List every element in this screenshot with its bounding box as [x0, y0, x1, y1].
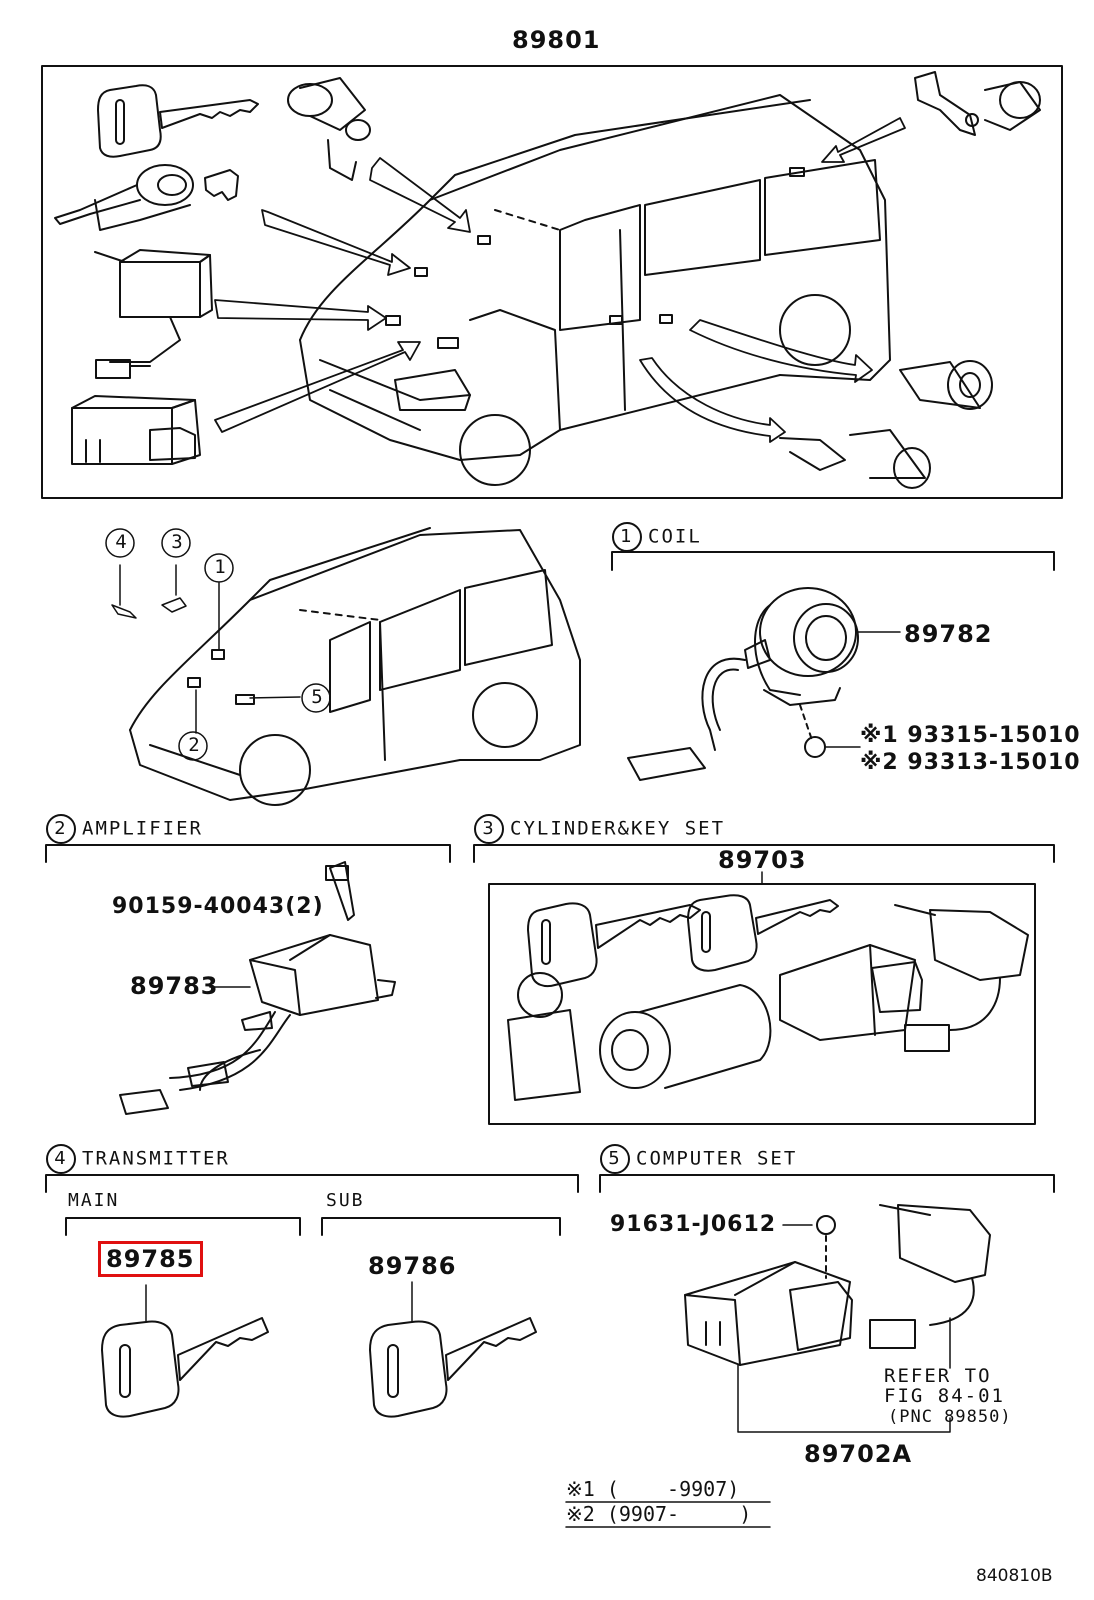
- door-lock-cylinder-top: [288, 78, 370, 180]
- callout-2: 2: [188, 734, 200, 756]
- main-assembly-frame: [42, 66, 1062, 498]
- coil-part-number: 89782: [904, 620, 993, 648]
- transmitter-heading: 4 TRANSMITTER: [46, 1144, 230, 1174]
- amplifier-illustration: [120, 862, 395, 1114]
- cylinder-set-frame: [489, 884, 1035, 1124]
- transmitter-sub-label: SUB: [326, 1190, 365, 1211]
- cylinder-set-illustration: [508, 895, 1028, 1100]
- computer-refer-line-3: (PNC 89850): [888, 1407, 1012, 1427]
- callout-4: 4: [115, 531, 127, 553]
- transmitter-main-part-number[interactable]: 89785: [98, 1241, 203, 1277]
- coil-bracket: [612, 552, 1054, 570]
- computer-screw-part: 91631-J0612: [610, 1212, 777, 1237]
- coil-heading: 1 COIL: [612, 522, 702, 552]
- computer-set-illustration: [685, 1205, 990, 1432]
- callout-1: 1: [214, 556, 226, 578]
- footnote-2: ※2 (9907- ): [566, 1502, 752, 1526]
- transmitter-bracket: [46, 1175, 578, 1192]
- van-illustration-top: [300, 95, 890, 485]
- transmitter-title: TRANSMITTER: [82, 1147, 230, 1170]
- coil-screw-part-2: ※2 93313-15010: [860, 750, 1081, 775]
- computer-title: COMPUTER SET: [636, 1147, 798, 1170]
- cylinder-part-number: 89703: [718, 846, 807, 874]
- cylinder-section-number: 3: [474, 814, 504, 844]
- cylinder-bracket: [474, 845, 1054, 862]
- coil-illustration: [628, 588, 900, 780]
- key-top: [98, 85, 258, 156]
- footnote-1: ※1 ( -9907): [566, 1477, 740, 1501]
- door-lock-right-top: [915, 72, 1040, 135]
- transmitter-keys: [102, 1282, 536, 1417]
- amplifier-top: [95, 250, 212, 378]
- callout-leaders: [106, 529, 330, 760]
- coil-section-number: 1: [612, 522, 642, 552]
- computer-bracket: [600, 1175, 1054, 1192]
- lock-cylinders-bottom-right: [780, 361, 992, 488]
- coil-title: COIL: [648, 525, 702, 548]
- van-location-view: [130, 528, 580, 805]
- transmitter-main-label: MAIN: [68, 1190, 120, 1211]
- transmitter-sub-bracket: [322, 1218, 560, 1235]
- transmitter-section-number: 4: [46, 1144, 76, 1174]
- assembly-arrows: [215, 118, 905, 442]
- computer-part-number: 89702A: [804, 1440, 913, 1468]
- coil-screw-part-1: ※1 93315-15010: [860, 723, 1081, 748]
- amplifier-section-number: 2: [46, 814, 76, 844]
- computer-refer-line-1: REFER TO: [884, 1365, 992, 1387]
- computer-refer-line-2: FIG 84-01: [884, 1385, 1005, 1407]
- computer-top: [72, 396, 200, 464]
- amplifier-bracket: [46, 845, 450, 862]
- ignition-cylinder-top: [55, 165, 238, 230]
- cylinder-heading: 3 CYLINDER&KEY SET: [474, 814, 725, 844]
- cylinder-title: CYLINDER&KEY SET: [510, 817, 726, 840]
- callout-5: 5: [311, 686, 323, 708]
- callout-3: 3: [171, 531, 183, 553]
- amplifier-heading: 2 AMPLIFIER: [46, 814, 203, 844]
- amplifier-part-number: 89783: [130, 972, 219, 1000]
- amplifier-title: AMPLIFIER: [82, 817, 203, 840]
- transmitter-main-bracket: [66, 1218, 300, 1235]
- figure-id: 840810B: [976, 1566, 1053, 1586]
- computer-heading: 5 COMPUTER SET: [600, 1144, 797, 1174]
- transmitter-sub-part-number: 89786: [368, 1252, 457, 1280]
- main-assembly-number: 89801: [512, 26, 601, 54]
- amplifier-bolt-part: 90159-40043(2): [112, 894, 324, 919]
- computer-section-number: 5: [600, 1144, 630, 1174]
